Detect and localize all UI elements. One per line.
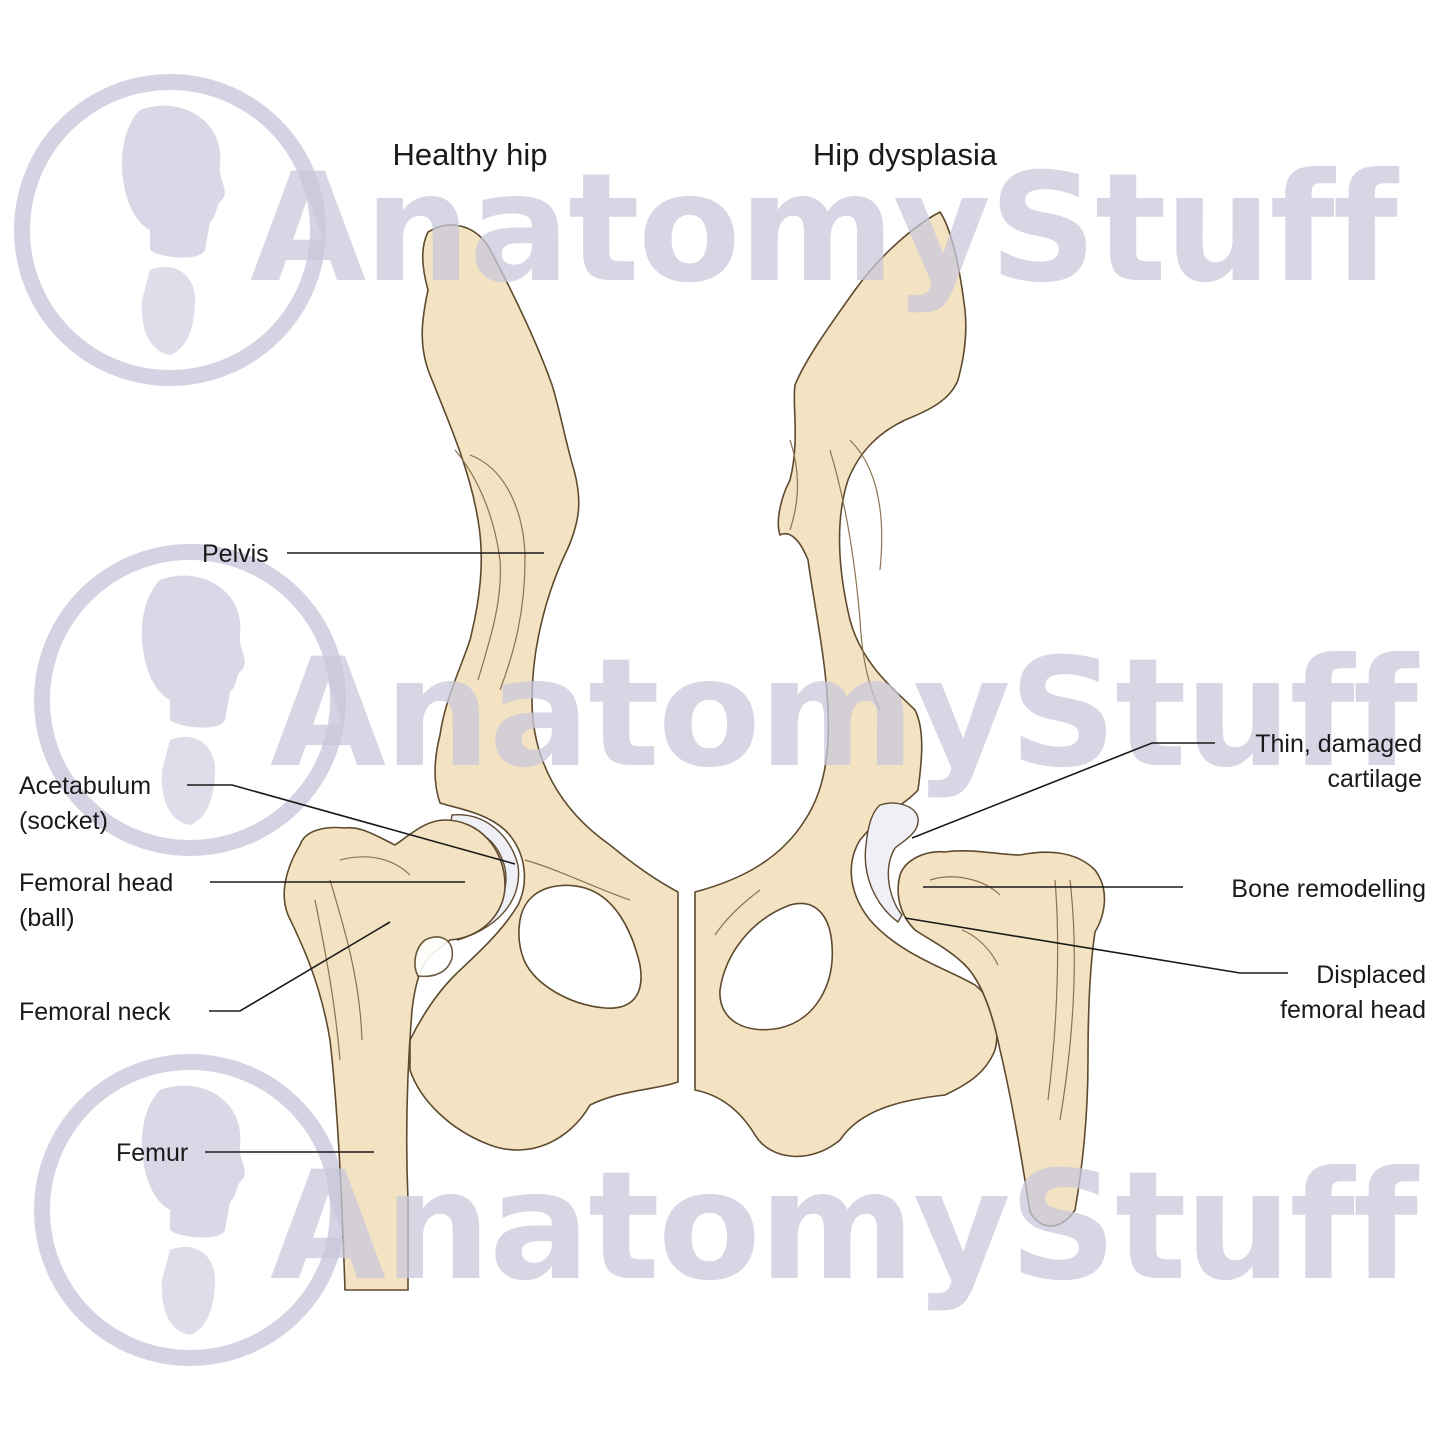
leader-femoral-neck — [209, 921, 391, 1012]
watermark-logo-middle — [34, 544, 346, 856]
label-cartilage: Thin, damaged — [1255, 730, 1422, 758]
dysplasia-femur — [897, 849, 1106, 1227]
healthy-femur — [283, 819, 506, 1291]
watermark-logo-bottom — [34, 1054, 346, 1366]
leader-displaced — [904, 917, 1288, 974]
label-displaced: Displaced — [1316, 961, 1426, 989]
label-femoral-head-ball: (ball) — [19, 904, 75, 932]
label-femoral-head: Femoral head — [19, 869, 173, 897]
watermark-logo-top — [14, 74, 326, 386]
label-acetabulum: Acetabulum — [19, 772, 151, 800]
title-healthy-hip: Healthy hip — [392, 137, 547, 172]
label-acetabulum-socket: (socket) — [19, 807, 108, 835]
leader-cartilage — [911, 742, 1215, 839]
label-pelvis: Pelvis — [202, 540, 269, 568]
leader-acetabulum — [187, 784, 516, 865]
title-hip-dysplasia: Hip dysplasia — [813, 137, 998, 172]
label-cartilage-2: cartilage — [1328, 765, 1423, 793]
watermark-text-top: AnatomyStuff — [250, 142, 1400, 316]
label-bone-remodelling: Bone remodelling — [1231, 875, 1426, 903]
watermark-text-bottom: AnatomyStuff — [270, 1140, 1420, 1314]
watermark-text-middle: AnatomyStuff — [270, 627, 1420, 801]
label-displaced-femoral-head: femoral head — [1280, 996, 1426, 1024]
label-femoral-neck: Femoral neck — [19, 998, 171, 1026]
label-femur: Femur — [116, 1139, 188, 1167]
healthy-pelvis — [409, 224, 679, 1151]
dysplasia-pelvis — [694, 211, 998, 1158]
leader-lines — [187, 552, 1288, 1153]
